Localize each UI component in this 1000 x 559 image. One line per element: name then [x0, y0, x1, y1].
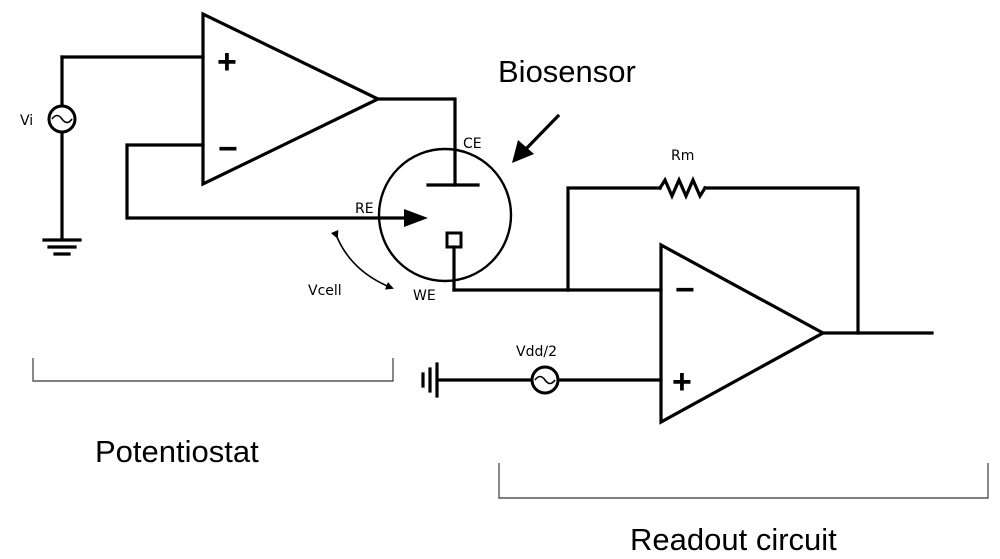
- vcell-label: Vcell: [308, 283, 342, 299]
- re-feedback-wire: [125, 143, 412, 220]
- potentiostat-bracket: [32, 358, 394, 382]
- opamp2-plus-sign: +: [672, 363, 692, 401]
- potentiostat-label: Potentiostat: [95, 434, 259, 469]
- readout-bracket: [498, 463, 989, 499]
- biosensor-label: Biosensor: [498, 54, 636, 89]
- vdd2-label: Vdd/2: [516, 344, 557, 360]
- biosensor-pointer-arrow-icon: [512, 113, 561, 163]
- ground-symbol-right: [421, 362, 439, 398]
- we-label: WE: [413, 288, 436, 304]
- vcell-arrow-icon: [330, 229, 394, 290]
- ce-drive-wire: [376, 97, 457, 187]
- vi-label: Vi: [20, 113, 33, 129]
- biosensor-cell: CE RE WE: [355, 136, 513, 304]
- re-arrow-icon: [404, 209, 428, 227]
- ce-label: CE: [463, 136, 482, 152]
- re-label: RE: [355, 201, 374, 217]
- vdd2-reference-source: Vdd/2: [437, 344, 663, 395]
- ground-symbol-left: [42, 238, 82, 256]
- rm-feedback-resistor: Rm: [566, 148, 860, 335]
- vi-voltage-source: Vi: [20, 55, 205, 240]
- opamp2-minus-sign: −: [675, 271, 695, 309]
- opamp-potentiostat: + −: [201, 11, 382, 187]
- opamp1-plus-sign: +: [217, 43, 237, 81]
- opamp1-minus-sign: −: [218, 130, 238, 168]
- readout-circuit-label: Readout circuit: [630, 522, 837, 557]
- opamp-readout: − +: [659, 242, 827, 425]
- rm-label: Rm: [671, 148, 694, 164]
